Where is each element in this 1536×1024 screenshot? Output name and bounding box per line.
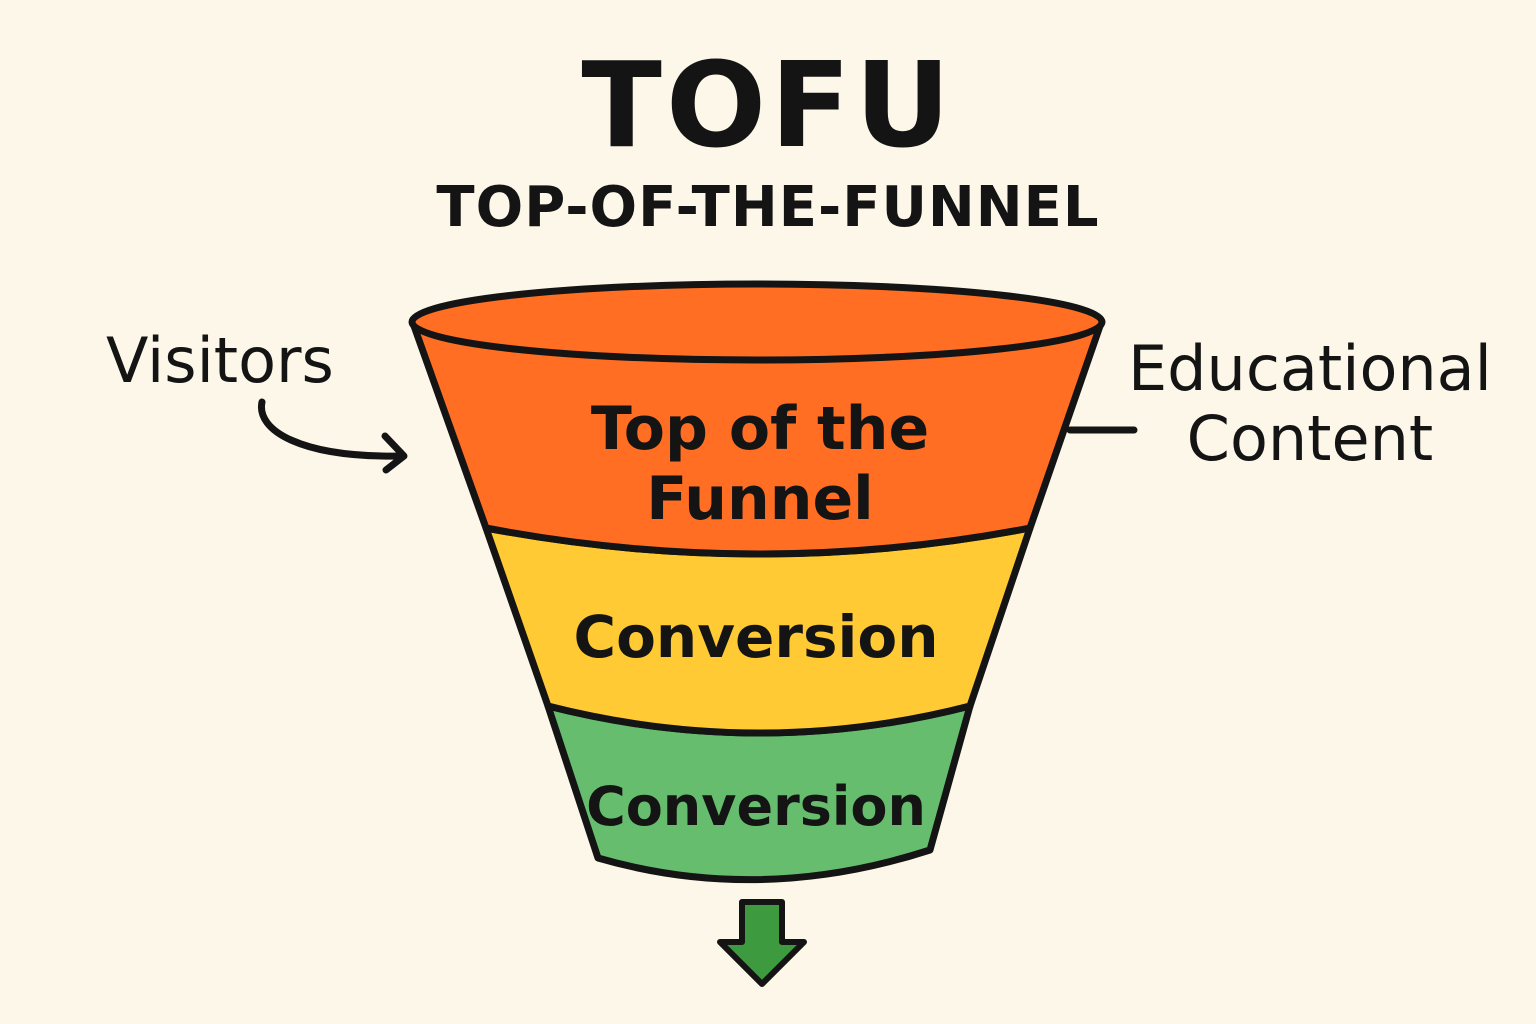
educational-content-line2: Content [1186, 402, 1434, 475]
stage-label-top: Top of the Funnel [460, 394, 1060, 534]
diagram-title: TOFU [581, 36, 955, 174]
educational-content-line1: Educational [1128, 332, 1492, 405]
visitors-label: Visitors [106, 324, 334, 397]
stage-label-top-line1: Top of the [590, 394, 930, 464]
stage-label-middle: Conversion [573, 603, 939, 671]
visitors-arrow [257, 398, 406, 460]
exit-arrow [717, 899, 807, 987]
stage-label-top-line2: Funnel [646, 464, 874, 534]
educational-content-label: Educational Content [1128, 334, 1492, 474]
funnel-stage-top [410, 322, 1104, 558]
visitors-arrowhead [381, 432, 408, 474]
diagram-subtitle: TOP-OF-THE-FUNNEL [436, 175, 1100, 240]
stage-label-bottom: Conversion [586, 775, 926, 838]
funnel-rim [408, 280, 1106, 364]
